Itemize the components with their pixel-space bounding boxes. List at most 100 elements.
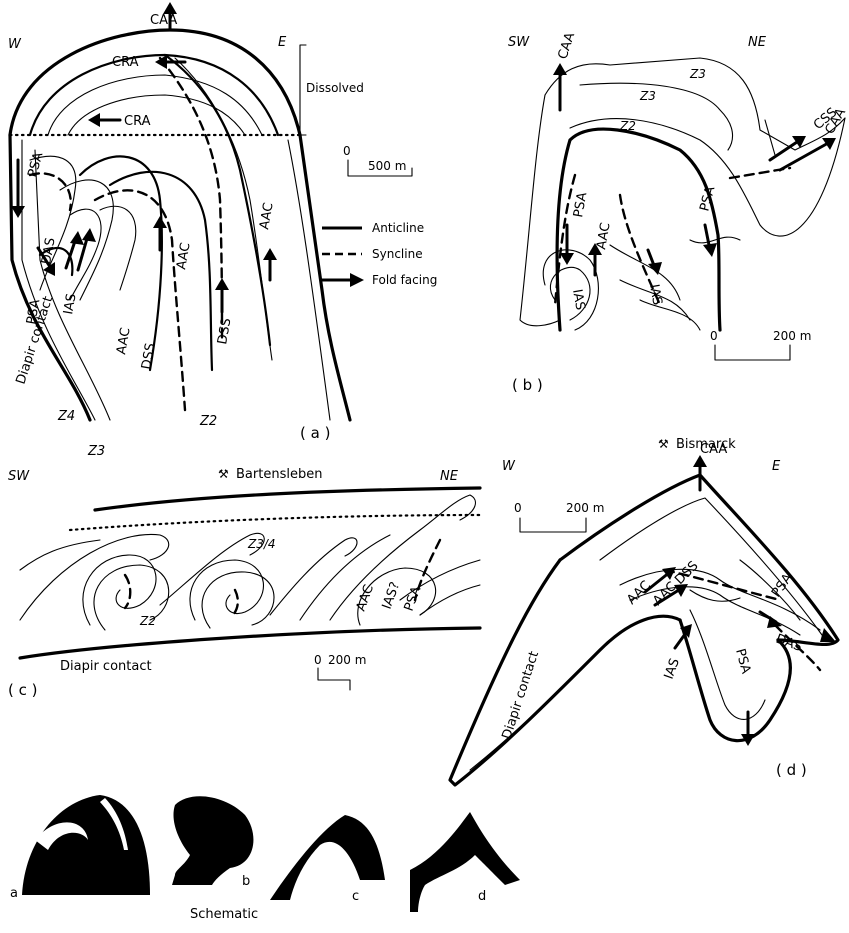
fold-limb bbox=[330, 495, 475, 620]
panel-b: SW NE CAA bbox=[508, 31, 849, 394]
stratigraphic-line bbox=[570, 118, 845, 236]
syncline-trace bbox=[160, 58, 222, 340]
legend-anticline-label: Anticline bbox=[372, 221, 424, 235]
arrow-icon bbox=[350, 273, 364, 287]
psa-lower-label-d: PSA bbox=[732, 647, 753, 675]
arrow-head bbox=[155, 55, 167, 69]
panel-c-label: ( c ) bbox=[8, 681, 38, 699]
psa-upper-label: PSA bbox=[25, 151, 46, 179]
schematic-a-label: a bbox=[10, 886, 18, 901]
arrow-head bbox=[82, 228, 96, 242]
stratigraphic-line bbox=[600, 498, 822, 635]
scale-c-text: 200 m bbox=[328, 653, 366, 667]
panel-c: SW NE ⚒ Bartensleben Z3/4 Z2 AAC IAS? PS… bbox=[8, 467, 480, 699]
syncline-trace bbox=[125, 575, 130, 608]
panel-d-dir-e: E bbox=[772, 459, 781, 474]
fold-limb bbox=[100, 206, 136, 290]
schematic-c-label: c bbox=[352, 889, 359, 904]
panel-a: W E Dissolved bbox=[8, 2, 412, 459]
psa-right-label: PSA bbox=[697, 185, 718, 213]
fold-arc bbox=[48, 75, 262, 135]
scale-d-zero: 0 bbox=[514, 501, 522, 515]
diapir-lobe-boundary bbox=[680, 620, 790, 741]
panel-a-dir-w: W bbox=[8, 37, 22, 52]
anticline-trace bbox=[165, 55, 270, 345]
ias-label: IAS bbox=[61, 292, 79, 315]
crossed-hammers-icon: ⚒ bbox=[218, 467, 229, 481]
legend-syncline-label: Syncline bbox=[372, 247, 423, 261]
stratigraphic-line bbox=[690, 237, 740, 243]
arrow-head bbox=[88, 113, 100, 127]
ias-right-label: IAS bbox=[646, 283, 664, 306]
dss-label-1: DSS bbox=[139, 342, 158, 371]
diapir-contact-label-c: Diapir contact bbox=[60, 659, 152, 674]
schematic-d-label: d bbox=[478, 889, 486, 904]
legend: Anticline Syncline Fold facing bbox=[322, 221, 437, 287]
panel-c-dir-ne: NE bbox=[440, 469, 459, 484]
psa-label-c: PSA bbox=[402, 584, 425, 613]
z2-label: Z2 bbox=[199, 414, 217, 429]
diapir-base-boundary bbox=[20, 628, 480, 658]
schematic-b-label: b bbox=[242, 874, 250, 889]
diapir-top-boundary bbox=[10, 30, 300, 135]
arrow-head bbox=[560, 253, 574, 265]
schematic-a-shape bbox=[22, 795, 150, 895]
ias-left-label: IAS bbox=[569, 288, 587, 311]
caa-left-label: CAA bbox=[556, 31, 579, 62]
scale-c-zero: 0 bbox=[314, 653, 322, 667]
diapir-top-boundary bbox=[95, 488, 480, 510]
scale-d-text: 200 m bbox=[566, 501, 604, 515]
panel-a-label: ( a ) bbox=[300, 424, 330, 442]
aac-label-3: AAC bbox=[257, 202, 276, 231]
caa-label: CAA bbox=[150, 13, 177, 28]
stratigraphic-line bbox=[520, 95, 560, 326]
aac-label-2: AAC bbox=[174, 242, 193, 271]
stratigraphic-line bbox=[300, 535, 390, 620]
stratigraphic-line bbox=[640, 300, 700, 330]
scale-b-zero: 0 bbox=[710, 329, 718, 343]
aac-label-1: AAC bbox=[114, 327, 133, 356]
crossed-hammers-icon: ⚒ bbox=[658, 437, 669, 451]
caa-label-d: CAA bbox=[700, 442, 727, 457]
stratigraphic-line bbox=[420, 585, 480, 615]
z3-label-a: Z3 bbox=[689, 67, 706, 81]
aac-label-d-1: AAC bbox=[624, 578, 654, 608]
z4-label: Z4 bbox=[57, 409, 75, 424]
panel-b-dir-ne: NE bbox=[748, 35, 767, 50]
schematic-c-shape bbox=[270, 815, 385, 900]
dss-label-d: DSS bbox=[672, 558, 701, 587]
cra-mid-label: CRA bbox=[124, 114, 151, 129]
stratigraphic-line bbox=[20, 540, 100, 570]
arrow-head bbox=[553, 63, 567, 75]
stratigraphic-line bbox=[690, 610, 765, 719]
z3-label: Z3 bbox=[87, 444, 105, 459]
cra-top-label: CRA bbox=[112, 55, 139, 70]
schematic-d-shape bbox=[410, 812, 520, 912]
arrow-head bbox=[11, 206, 25, 218]
stratigraphic-line bbox=[22, 140, 95, 420]
aac-label-b: AAC bbox=[594, 222, 613, 251]
z2-label-b: Z2 bbox=[619, 119, 636, 133]
fold-limb bbox=[94, 565, 169, 630]
scale-a-text: 500 m bbox=[368, 159, 406, 173]
z34-label: Z3/4 bbox=[247, 537, 276, 551]
panel-a-dir-e: E bbox=[278, 35, 287, 50]
psa-left-label: PSA bbox=[571, 191, 590, 219]
arrow-head bbox=[70, 231, 84, 245]
schematic-b-shape bbox=[172, 796, 253, 885]
syncline-trace bbox=[232, 590, 238, 616]
mine-label-c: Bartensleben bbox=[236, 467, 322, 482]
scale-bar-c bbox=[318, 668, 350, 690]
das-label: DAS bbox=[39, 237, 58, 266]
legend-facing-label: Fold facing bbox=[372, 273, 437, 287]
scale-a-zero: 0 bbox=[343, 144, 351, 158]
arrow-head bbox=[703, 243, 717, 257]
scale-bar-d bbox=[520, 518, 586, 532]
panel-b-dir-sw: SW bbox=[508, 35, 530, 50]
z3-label-b: Z3 bbox=[639, 89, 656, 103]
dss-label-2: DSS bbox=[215, 317, 234, 346]
diapir-east-boundary bbox=[300, 135, 350, 420]
panel-d: W E ⚒ Bismarck 0 200 m bbox=[450, 437, 838, 785]
panel-d-label: ( d ) bbox=[776, 761, 807, 779]
